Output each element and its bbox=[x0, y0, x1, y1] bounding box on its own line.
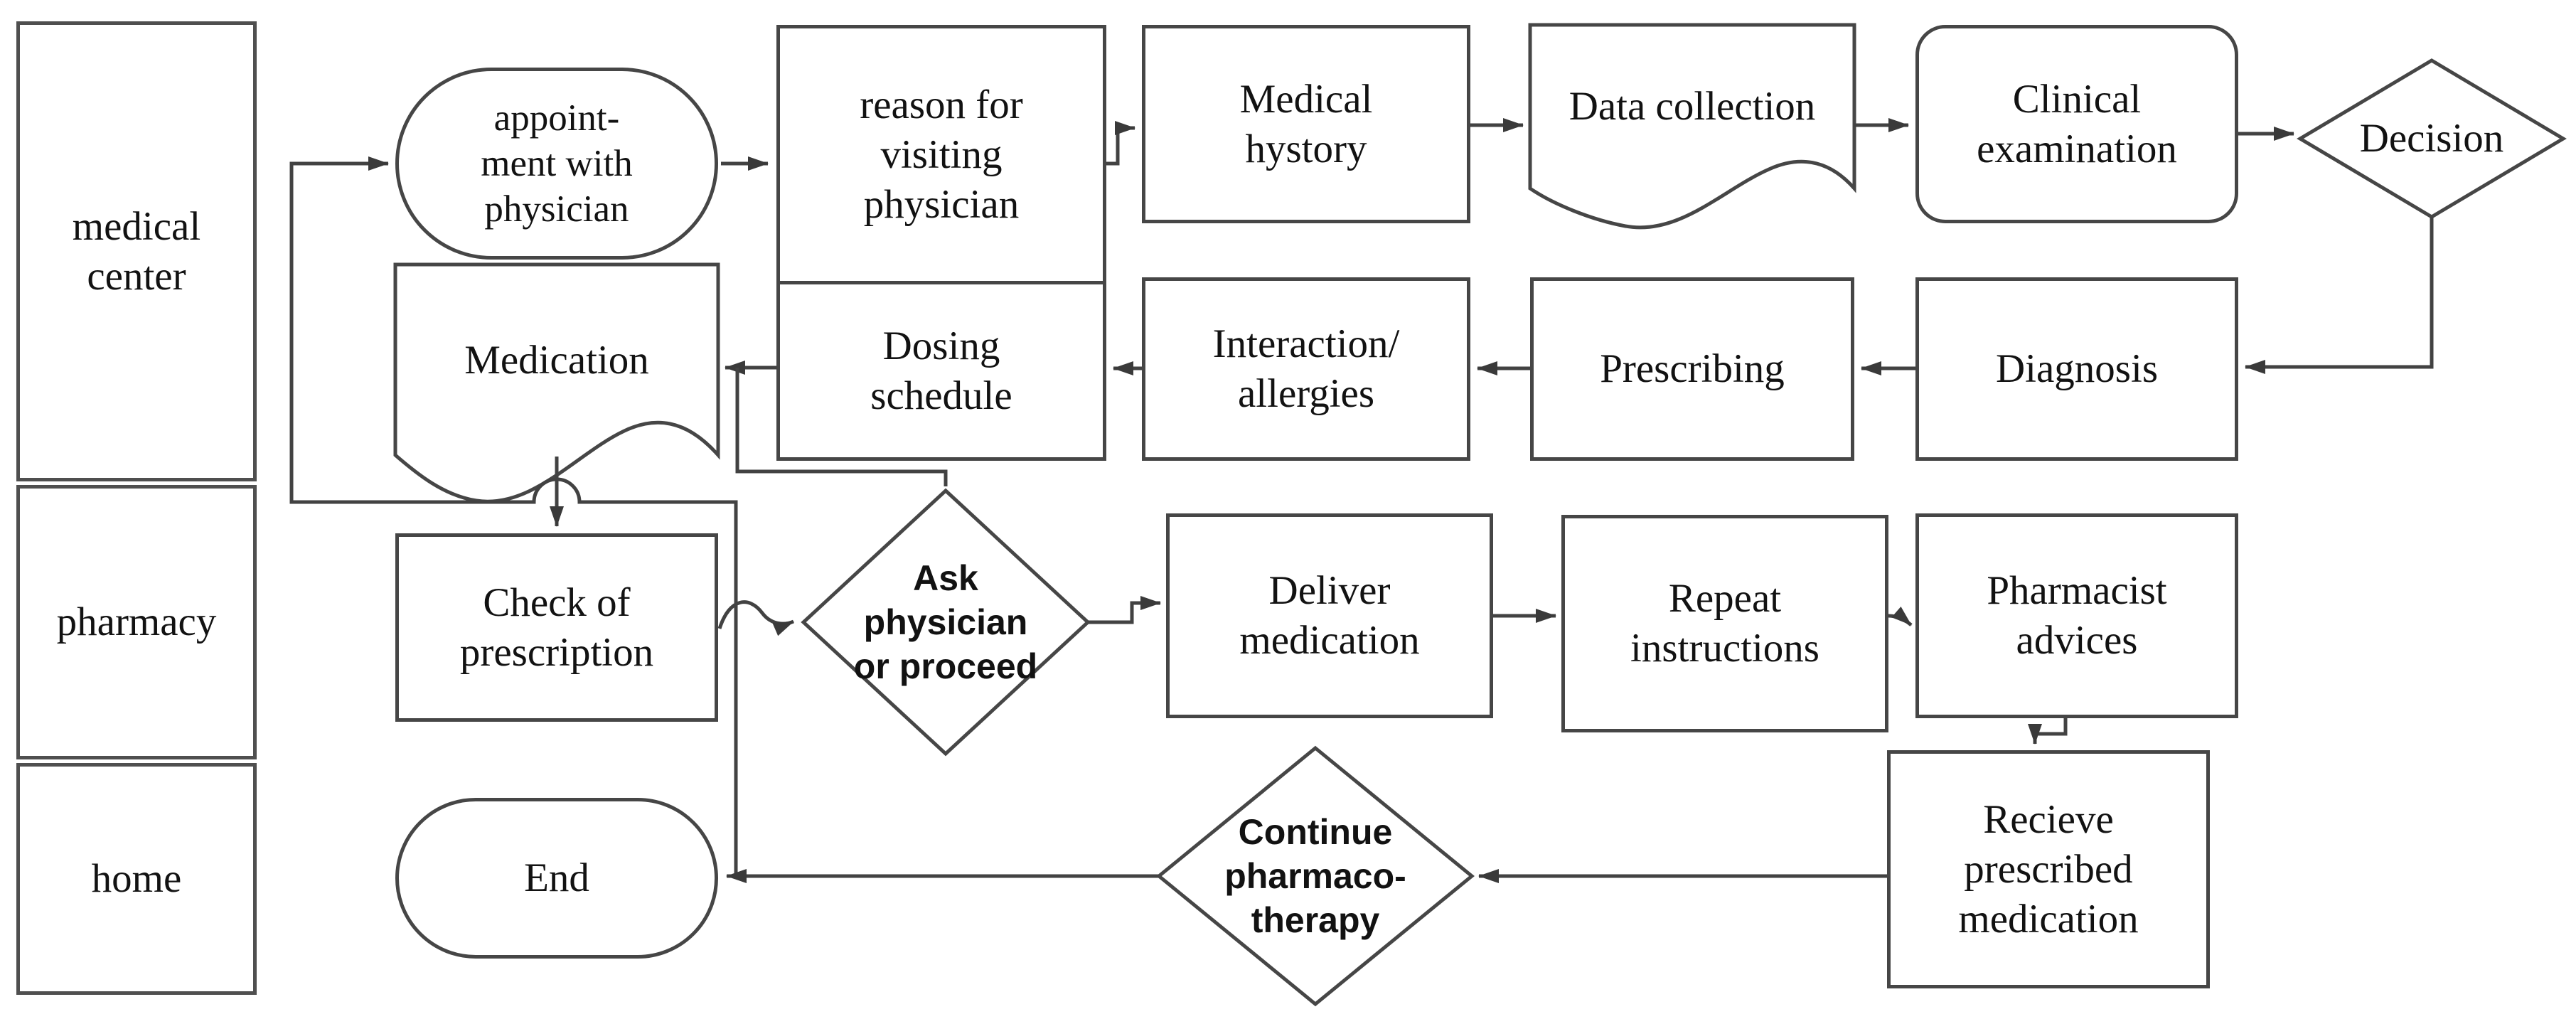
node-dosing: Dosing schedule bbox=[776, 281, 1106, 461]
lane-medical-center: medical center bbox=[16, 21, 257, 481]
node-prescribing-label: Prescribing bbox=[1600, 346, 1785, 391]
connector-reason-to-history bbox=[1106, 121, 1135, 166]
node-end: End bbox=[395, 798, 718, 959]
node-interaction-label: Interaction/ allergies bbox=[1212, 321, 1400, 416]
connector-decision-to-diagnosis bbox=[2245, 217, 2434, 374]
medication-document-shape bbox=[393, 262, 720, 503]
node-history-label: Medical hystory bbox=[1239, 76, 1373, 171]
connector-ask-to-deliver bbox=[1088, 596, 1161, 624]
node-history: Medical hystory bbox=[1142, 25, 1470, 223]
lane-pharmacy-label: pharmacy bbox=[56, 599, 217, 644]
decision-diamond-shape bbox=[2297, 58, 2567, 219]
node-deliver-label: Deliver medication bbox=[1239, 568, 1420, 663]
node-recieve: Recieve prescribed medication bbox=[1887, 750, 2210, 988]
node-recieve-label: Recieve prescribed medication bbox=[1958, 796, 2139, 941]
node-diagnosis-label: Diagnosis bbox=[1996, 346, 2158, 391]
node-clinical: Clinical examination bbox=[1915, 25, 2238, 223]
connector-check-to-ask bbox=[717, 600, 794, 636]
connector-pharmacist-to-recieve bbox=[2028, 718, 2068, 745]
node-pharmacist-label: Pharmacist advices bbox=[1987, 568, 2167, 663]
ask-physician-diamond-shape bbox=[801, 488, 1091, 757]
node-appointment-label: appoint- ment with physician bbox=[481, 97, 633, 230]
node-repeat: Repeat instructions bbox=[1561, 515, 1888, 732]
node-repeat-label: Repeat instructions bbox=[1630, 576, 1819, 671]
lane-home: home bbox=[16, 763, 257, 995]
continue-pharmacotherapy-diamond-shape bbox=[1156, 745, 1475, 1007]
node-appointment: appoint- ment with physician bbox=[395, 68, 718, 260]
lane-home-label: home bbox=[91, 856, 182, 901]
node-interaction: Interaction/ allergies bbox=[1142, 277, 1470, 461]
lane-pharmacy: pharmacy bbox=[16, 485, 257, 759]
node-reason-label: reason for visiting physician bbox=[860, 82, 1023, 227]
lane-medical-center-label: medical center bbox=[72, 203, 201, 299]
node-diagnosis: Diagnosis bbox=[1915, 277, 2238, 461]
node-deliver: Deliver medication bbox=[1166, 513, 1493, 718]
node-pharmacist: Pharmacist advices bbox=[1915, 513, 2238, 718]
node-end-label: End bbox=[524, 855, 589, 900]
node-clinical-label: Clinical examination bbox=[1977, 76, 2177, 171]
connector-ask-loop-to-medication-arrow bbox=[735, 368, 948, 486]
connector-loop-to-appointment bbox=[289, 156, 738, 876]
node-check: Check of prescription bbox=[395, 533, 718, 722]
node-reason: reason for visiting physician bbox=[776, 25, 1106, 284]
node-prescribing: Prescribing bbox=[1530, 277, 1854, 461]
data-collection-document-shape bbox=[1528, 23, 1856, 230]
node-dosing-label: Dosing schedule bbox=[870, 323, 1012, 418]
node-check-label: Check of prescription bbox=[459, 580, 654, 675]
connector-repeat-to-pharmacist bbox=[1888, 607, 1913, 626]
